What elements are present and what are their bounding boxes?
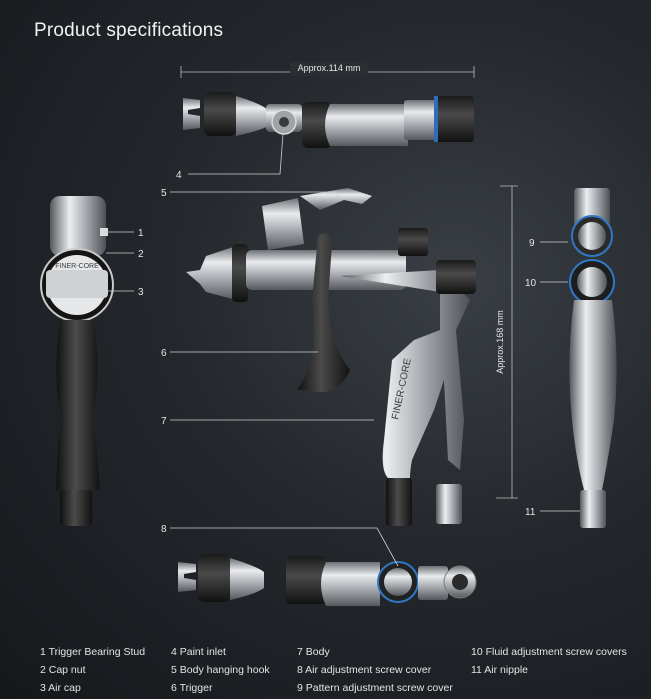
callout-4: 4: [176, 170, 182, 181]
height-dimension-label: Approx.168 mm: [495, 310, 505, 374]
legend-column-4: 10 Fluid adjustment screw covers 11 Air …: [471, 643, 627, 679]
callout-2: 2: [138, 249, 144, 260]
legend-item: 7 Body: [297, 646, 330, 658]
legend-item: 9 Pattern adjustment screw cover: [297, 682, 453, 694]
side-view-gun: FINER-CORE: [186, 188, 476, 526]
height-dimension-line: [496, 185, 518, 499]
legend-item: 1 Trigger Bearing Stud: [40, 646, 146, 658]
bottom-view-gun: [178, 554, 477, 606]
callout-1: 1: [138, 228, 144, 239]
callout-leaders: [104, 133, 580, 567]
legend-item: 2 Cap nut: [40, 664, 86, 676]
callout-11: 11: [525, 507, 536, 518]
legend-item: 6 Trigger: [171, 682, 213, 694]
legend-item: 4 Paint inlet: [171, 646, 226, 658]
callout-7: 7: [161, 416, 167, 427]
callout-9: 9: [529, 238, 535, 249]
legend-item: 8 Air adjustment screw cover: [297, 664, 432, 676]
callout-5: 5: [161, 188, 167, 199]
callout-8: 8: [161, 524, 167, 535]
back-view-gun: [569, 188, 617, 528]
callout-6: 6: [161, 348, 167, 359]
page-title: Product specifications: [34, 20, 224, 41]
top-view-gun: [183, 92, 474, 148]
legend-item: 11 Air nipple: [471, 664, 529, 676]
callout-10: 10: [525, 278, 537, 289]
legend-column-3: 7 Body 8 Air adjustment screw cover 9 Pa…: [297, 643, 453, 697]
width-dimension-line: [180, 62, 475, 78]
parts-legend: 1 Trigger Bearing Stud 2 Cap nut 3 Air c…: [0, 643, 651, 699]
width-dimension-label: Approx.114 mm: [298, 63, 361, 73]
callout-3: 3: [138, 287, 144, 298]
legend-column-1: 1 Trigger Bearing Stud 2 Cap nut 3 Air c…: [40, 643, 145, 697]
front-view-gun: FINER-CORE: [40, 196, 114, 526]
legend-item: 10 Fluid adjustment screw covers: [471, 646, 627, 658]
legend-column-2: 4 Paint inlet 5 Body hanging hook 6 Trig…: [171, 643, 270, 697]
air-cap-marking: FINER-CORE: [55, 263, 99, 270]
legend-item: 3 Air cap: [40, 682, 81, 694]
legend-item: 5 Body hanging hook: [171, 664, 270, 676]
